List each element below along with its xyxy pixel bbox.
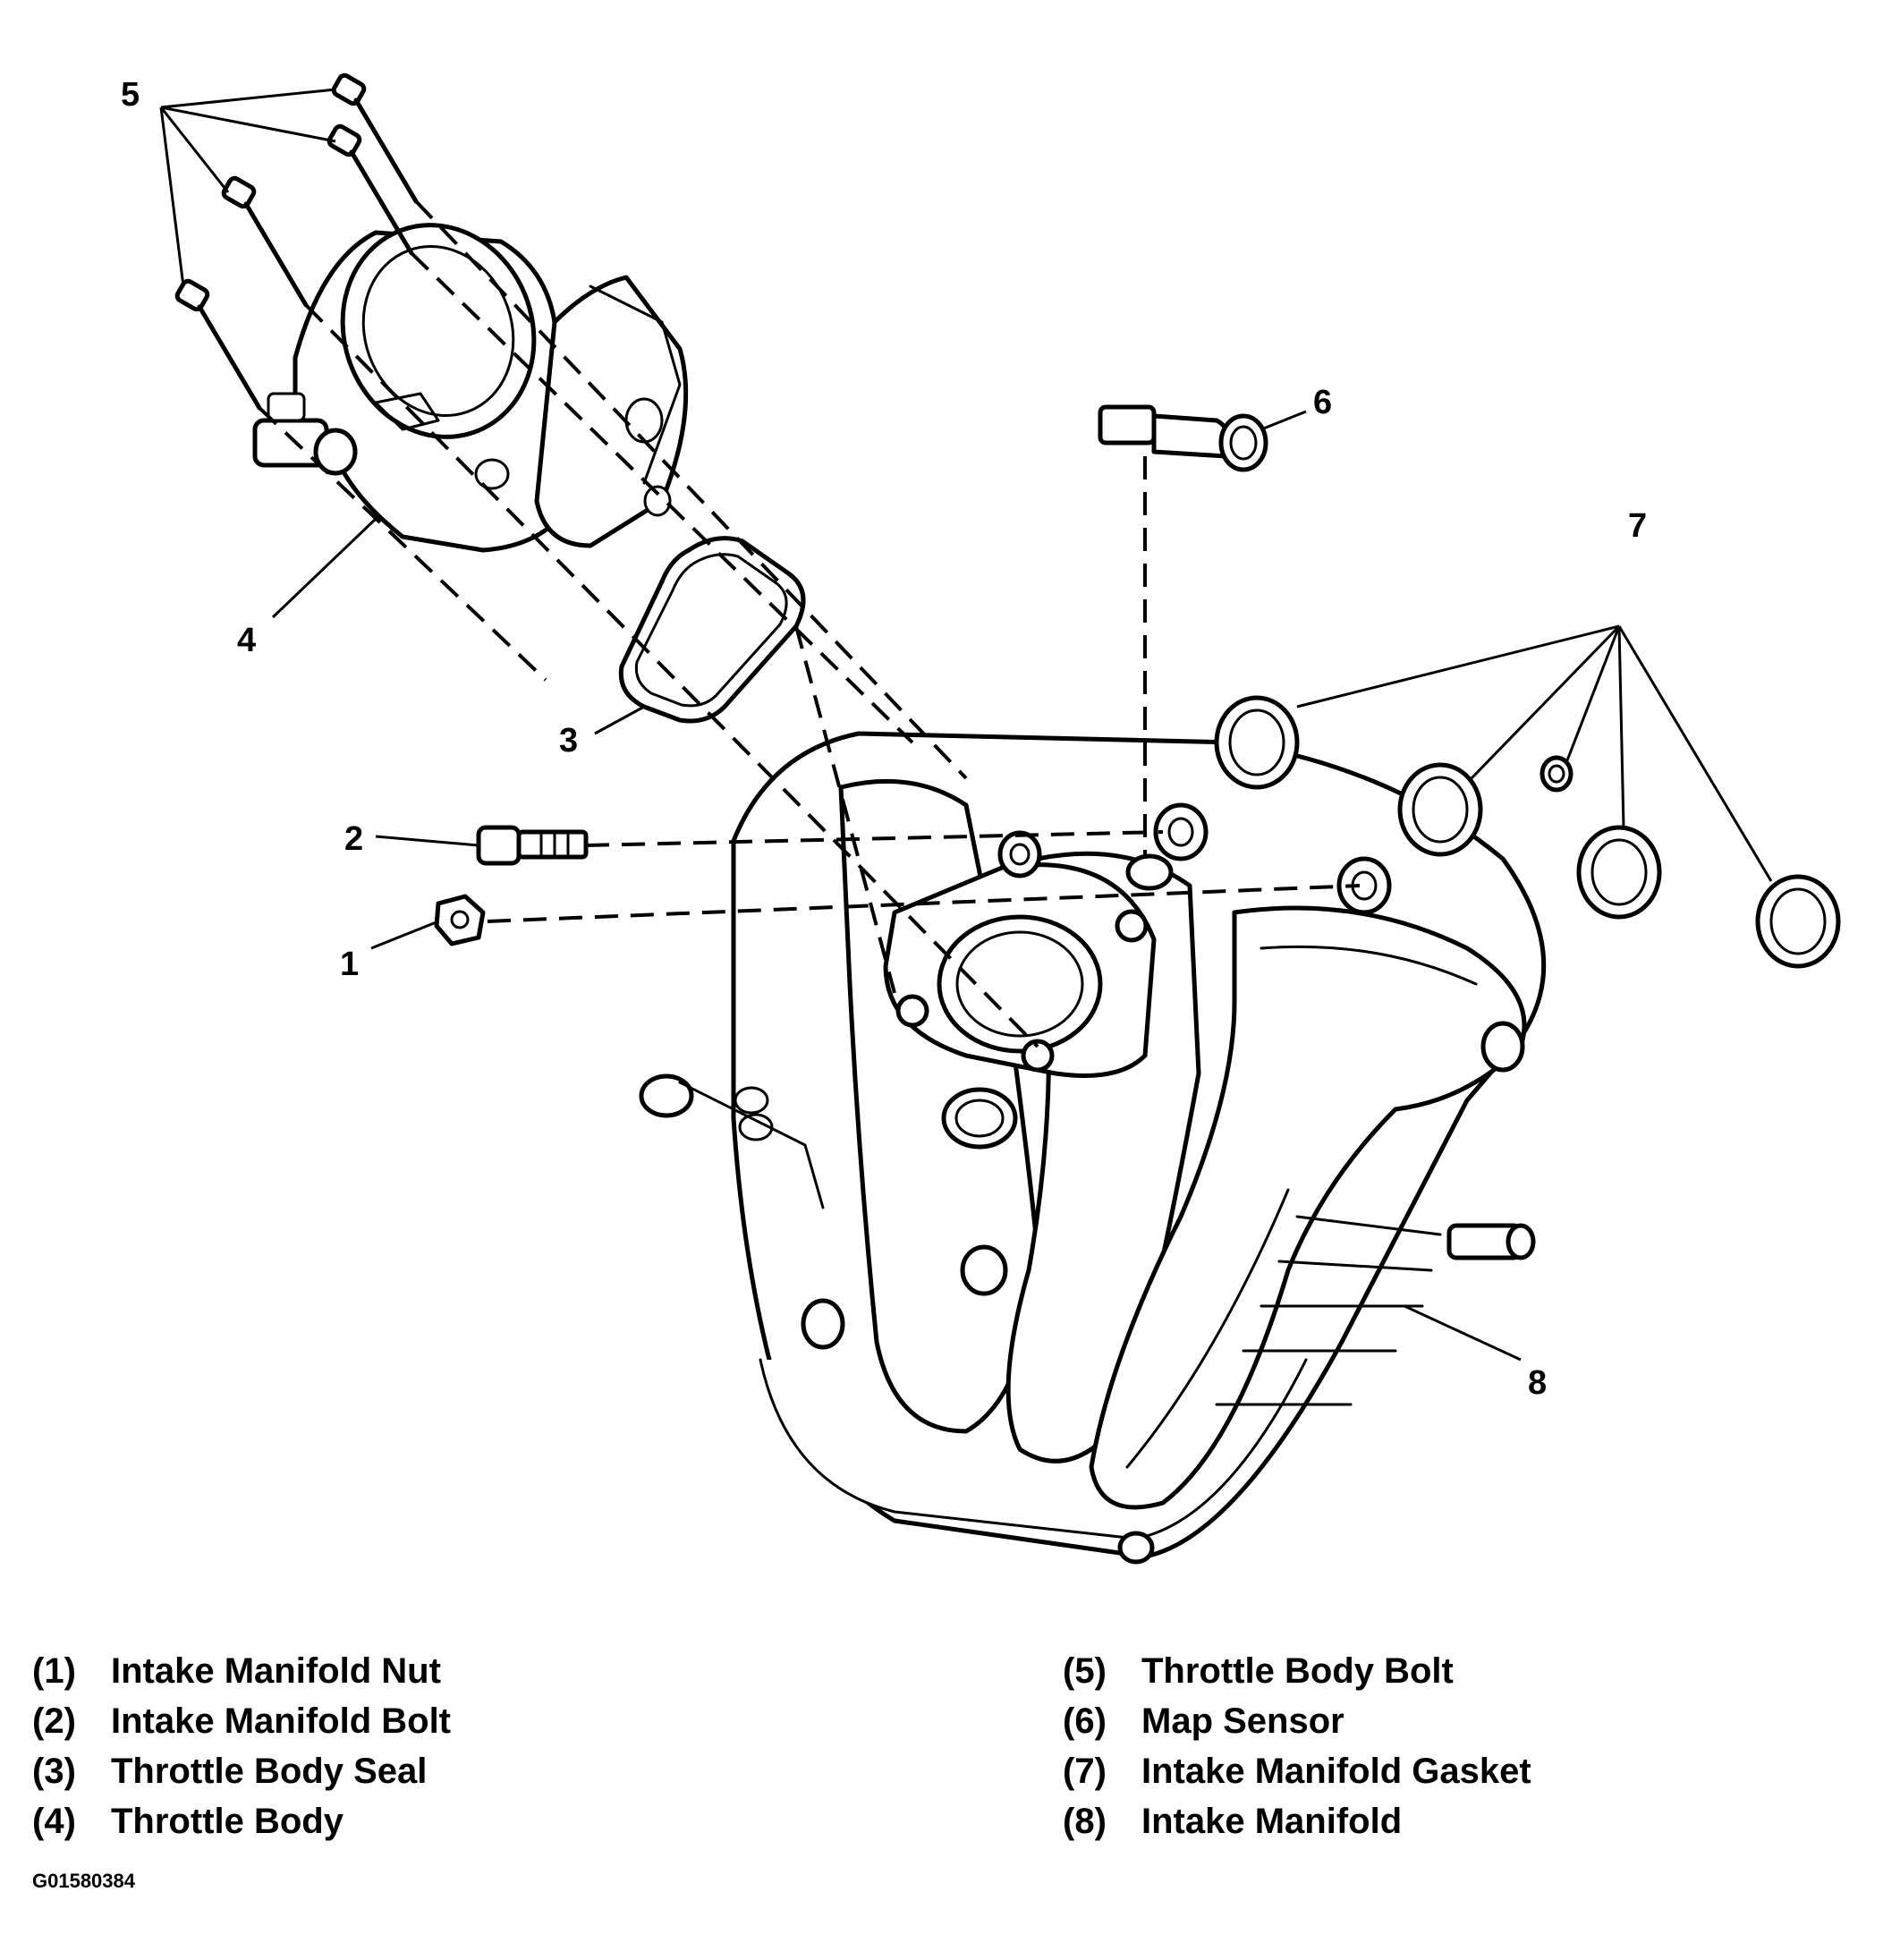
intake-manifold-gasket [1755, 874, 1841, 969]
legend-label: Map Sensor [1141, 1701, 1344, 1741]
legend-number: (4) [32, 1802, 76, 1841]
legend-item: (6) Map Sensor [1063, 1696, 1531, 1746]
callout-6: 6 [1313, 384, 1332, 421]
legend-number: (2) [32, 1701, 76, 1741]
callout-4: 4 [237, 622, 256, 659]
legend-item: (8) Intake Manifold [1063, 1796, 1531, 1846]
callout-8: 8 [1528, 1364, 1547, 1402]
legend-number: (3) [32, 1752, 76, 1791]
intake-manifold-bolt [476, 825, 589, 866]
callout-labels: 5 4 3 2 1 6 7 8 [121, 76, 1647, 1402]
callout-3: 3 [559, 722, 578, 759]
map-sensor [1098, 404, 1268, 472]
legend-label: Throttle Body [111, 1802, 344, 1841]
throttle-body-bolt [331, 72, 419, 204]
legend-number: (5) [1063, 1651, 1107, 1691]
legend-right-column: (5) Throttle Body Bolt (6) Map Sensor (7… [1063, 1646, 1531, 1846]
legend-left-column: (1) Intake Manifold Nut (2) Intake Manif… [32, 1646, 451, 1846]
legend-number: (6) [1063, 1701, 1107, 1741]
leader-lines [159, 88, 1773, 1362]
legend-label: Intake Manifold Nut [111, 1651, 441, 1691]
legend-label: Throttle Body Seal [111, 1752, 428, 1791]
throttle-body-bolt [174, 278, 262, 411]
throttle-body-seal [618, 536, 806, 724]
callout-5: 5 [121, 76, 140, 114]
legend-label: Intake Manifold [1141, 1802, 1403, 1841]
legend-item: (1) Intake Manifold Nut [32, 1646, 451, 1696]
legend-item: (4) Throttle Body [32, 1796, 451, 1846]
figure-id: G01580384 [32, 1870, 135, 1892]
throttle-body [252, 223, 689, 553]
throttle-body-bolt [221, 175, 309, 308]
intake-manifold-nut [434, 894, 486, 946]
intake-manifold-gaskets [1214, 695, 1841, 969]
assembly-lines [258, 199, 1361, 1048]
legend-item: (7) Intake Manifold Gasket [1063, 1746, 1531, 1796]
intake-manifold-gasket [1397, 762, 1483, 857]
legend-number: (8) [1063, 1802, 1107, 1841]
legend-number: (1) [32, 1651, 76, 1691]
intake-manifold-gasket [1576, 825, 1662, 920]
callout-1: 1 [340, 946, 359, 983]
legend-label: Intake Manifold Gasket [1141, 1752, 1531, 1791]
intake-manifold-gasket [1214, 695, 1300, 790]
intake-manifold-gasket [1540, 755, 1573, 793]
callout-2: 2 [344, 820, 363, 858]
legend-item: (3) Throttle Body Seal [32, 1746, 451, 1796]
throttle-body-bolts [174, 72, 419, 411]
throttle-body-bolt [327, 123, 414, 256]
legend-item: (5) Throttle Body Bolt [1063, 1646, 1531, 1696]
intake-manifold [639, 731, 1547, 1565]
legend-label: Intake Manifold Bolt [111, 1701, 451, 1741]
callout-7: 7 [1628, 507, 1647, 545]
legend-number: (7) [1063, 1752, 1107, 1791]
legend-item: (2) Intake Manifold Bolt [32, 1696, 451, 1746]
exploded-view-drawing: 5 4 3 2 1 6 7 8 [121, 72, 1841, 1565]
legend-label: Throttle Body Bolt [1141, 1651, 1454, 1691]
